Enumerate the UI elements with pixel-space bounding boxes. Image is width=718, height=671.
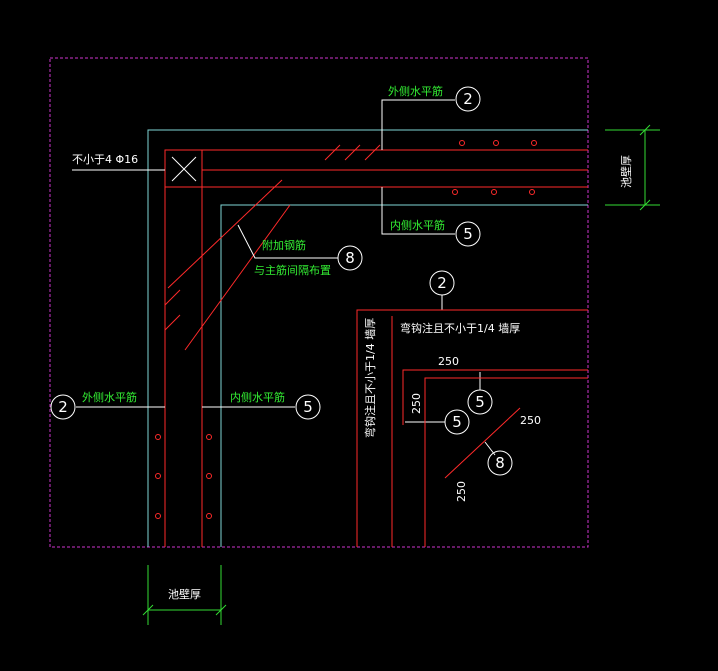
leader-lines (72, 99, 496, 456)
label-added-bar-line1: 附加钢筋 (262, 238, 306, 252)
label-anchorage-vertical: 弯钩注且不小于1/4 墙厚 (363, 318, 377, 438)
callout-left-inner (295, 394, 321, 420)
dim-250-diag-right: 250 (520, 414, 541, 427)
label-wall-thickness-right: 池壁厚 (619, 155, 633, 188)
label-inner-horizontal-left: 内侧水平筋 (230, 390, 285, 404)
label-added-bar-line2: 与主筋间隔布置 (254, 263, 331, 277)
callout-detail-8-number: 8 (495, 454, 505, 472)
detail-hooks (356, 309, 588, 547)
rebar-dots (155, 140, 537, 519)
callout-top-outer (455, 86, 481, 112)
callout-left-inner-number: 5 (303, 398, 313, 416)
callout-left-outer-number: 2 (58, 398, 68, 416)
label-anchorage-horizontal: 弯钩注且不小于1/4 墙厚 (400, 321, 520, 335)
label-outer-horizontal-top: 外侧水平筋 (388, 84, 443, 98)
dim-250-top: 250 (438, 355, 459, 368)
callout-detail-5b-number: 5 (452, 413, 462, 431)
label-wall-thickness-bottom: 池壁厚 (168, 587, 201, 601)
label-inner-horizontal-top: 内侧水平筋 (390, 218, 445, 232)
callout-top-inner (455, 221, 481, 247)
dimension-lines (142, 124, 660, 625)
callout-circles (50, 86, 513, 476)
callout-top-outer-number: 2 (463, 90, 473, 108)
callout-left-outer (50, 394, 76, 420)
callout-detail-top-number: 2 (437, 274, 447, 292)
wall-outline (147, 129, 588, 547)
callout-added (337, 245, 363, 271)
drawing-frame (49, 57, 589, 548)
main-rebars (164, 144, 588, 547)
callout-detail-8 (487, 450, 513, 476)
label-corner-bar: 不小于4 Φ16 (72, 153, 138, 166)
callout-added-number: 8 (345, 249, 355, 267)
callout-detail-5a-number: 5 (475, 393, 485, 411)
dim-250-diag-left: 250 (455, 481, 468, 502)
callout-top-inner-number: 5 (463, 225, 473, 243)
callout-detail-5a (467, 389, 493, 415)
callout-detail-top (429, 270, 455, 296)
dim-250-left: 250 (410, 393, 423, 414)
label-outer-horizontal-left: 外侧水平筋 (82, 390, 137, 404)
callout-detail-5b (444, 409, 470, 435)
